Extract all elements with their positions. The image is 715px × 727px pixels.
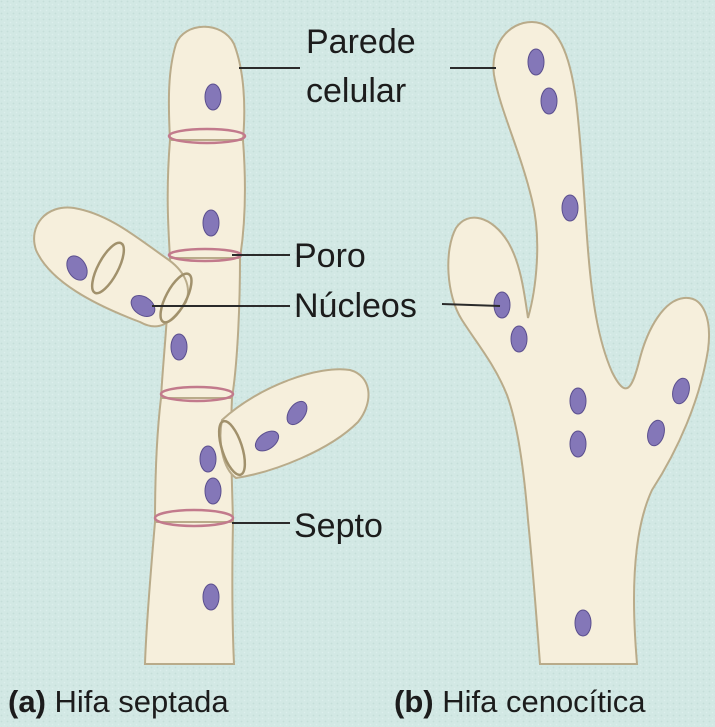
- caption-coenocytic: (b) Hifa cenocítica: [394, 685, 646, 719]
- caption-septate-text: Hifa septada: [55, 684, 229, 719]
- septate-segment-4: [155, 398, 233, 522]
- nucleus: [205, 84, 221, 110]
- label-poro: Poro: [294, 237, 366, 275]
- label-nucleos: Núcleos: [294, 287, 417, 325]
- nucleus: [575, 610, 591, 636]
- nucleus: [203, 584, 219, 610]
- caption-septate: (a) Hifa septada: [8, 685, 229, 719]
- label-parede-line1: Parede: [306, 23, 416, 61]
- nucleus: [203, 210, 219, 236]
- nucleus: [570, 431, 586, 457]
- label-parede-line2: celular: [306, 72, 406, 110]
- septate-segment-tip: [169, 27, 244, 140]
- label-septo: Septo: [294, 507, 383, 545]
- nucleus: [562, 195, 578, 221]
- nucleus: [171, 334, 187, 360]
- nucleus: [205, 478, 221, 504]
- nucleus: [200, 446, 216, 472]
- caption-coenocytic-text: Hifa cenocítica: [442, 684, 645, 719]
- septate-segment-2: [168, 140, 245, 258]
- nucleus: [570, 388, 586, 414]
- nucleus: [511, 326, 527, 352]
- nucleus: [541, 88, 557, 114]
- septate-segment-5: [145, 522, 234, 664]
- caption-coenocytic-letter: (b): [394, 684, 434, 719]
- caption-septate-letter: (a): [8, 684, 46, 719]
- nucleus: [528, 49, 544, 75]
